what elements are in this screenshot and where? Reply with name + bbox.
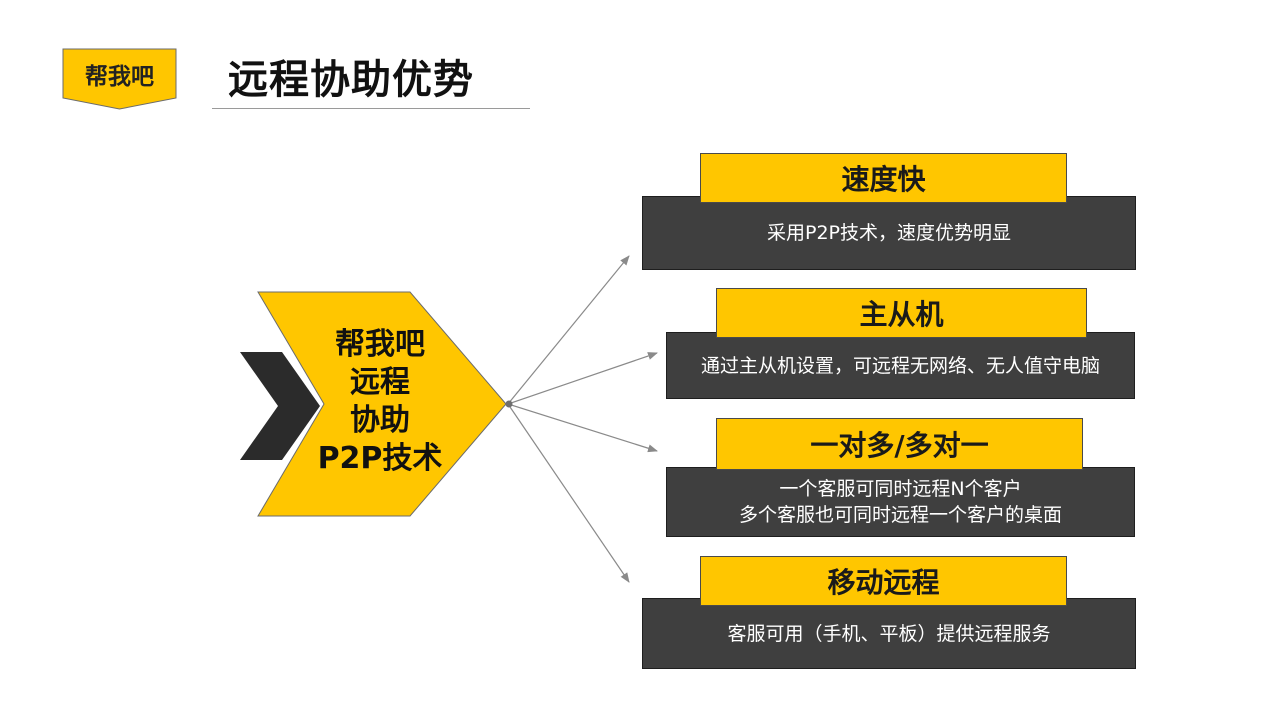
arrow-to-feature-2 [507,352,658,405]
feature-4-line-1: 客服可用（手机、平板）提供远程服务 [727,622,1051,645]
feature-3-panel: 一个客服可同时远程N个客户 多个客服也可同时远程一个客户的桌面 [666,467,1135,537]
brand-tag-shape [62,48,177,110]
dark-chevron-shape [240,352,320,460]
feature-2-line-1: 通过主从机设置，可远程无网络、无人值守电脑 [700,354,1100,377]
center-chevron-label: 帮我吧 远程 协助 P2P技术 [300,326,460,478]
arrow-to-feature-1 [507,255,630,405]
feature-4-panel: 客服可用（手机、平板）提供远程服务 [642,598,1136,669]
feature-1-title: 速度快 [700,153,1067,203]
feature-2-title: 主从机 [716,288,1087,338]
page-title: 远程协助优势 [228,57,474,103]
feature-1-panel: 采用P2P技术，速度优势明显 [642,196,1136,270]
feature-1-line-1: 采用P2P技术，速度优势明显 [766,222,1011,244]
feature-3-line-2: 多个客服也可同时远程一个客户的桌面 [738,504,1062,526]
feature-3-line-1: 一个客服可同时远程N个客户 [779,478,1022,500]
arrow-to-feature-4 [507,403,630,583]
yellow-chevron-shape [257,291,507,517]
center-line-1: 帮我吧 [335,327,425,362]
arrow-to-feature-3 [507,403,658,453]
brand-tag-label: 帮我吧 [85,64,154,90]
feature-2-panel: 通过主从机设置，可远程无网络、无人值守电脑 [666,332,1135,399]
center-line-2: 远程 [350,365,410,400]
title-underline [212,108,530,109]
arrow-origin-dot [505,400,513,408]
feature-4-title: 移动远程 [700,556,1067,606]
feature-3-title: 一对多/多对一 [716,418,1083,470]
center-line-3: 协助 [350,403,410,438]
center-line-4: P2P技术 [317,441,443,476]
